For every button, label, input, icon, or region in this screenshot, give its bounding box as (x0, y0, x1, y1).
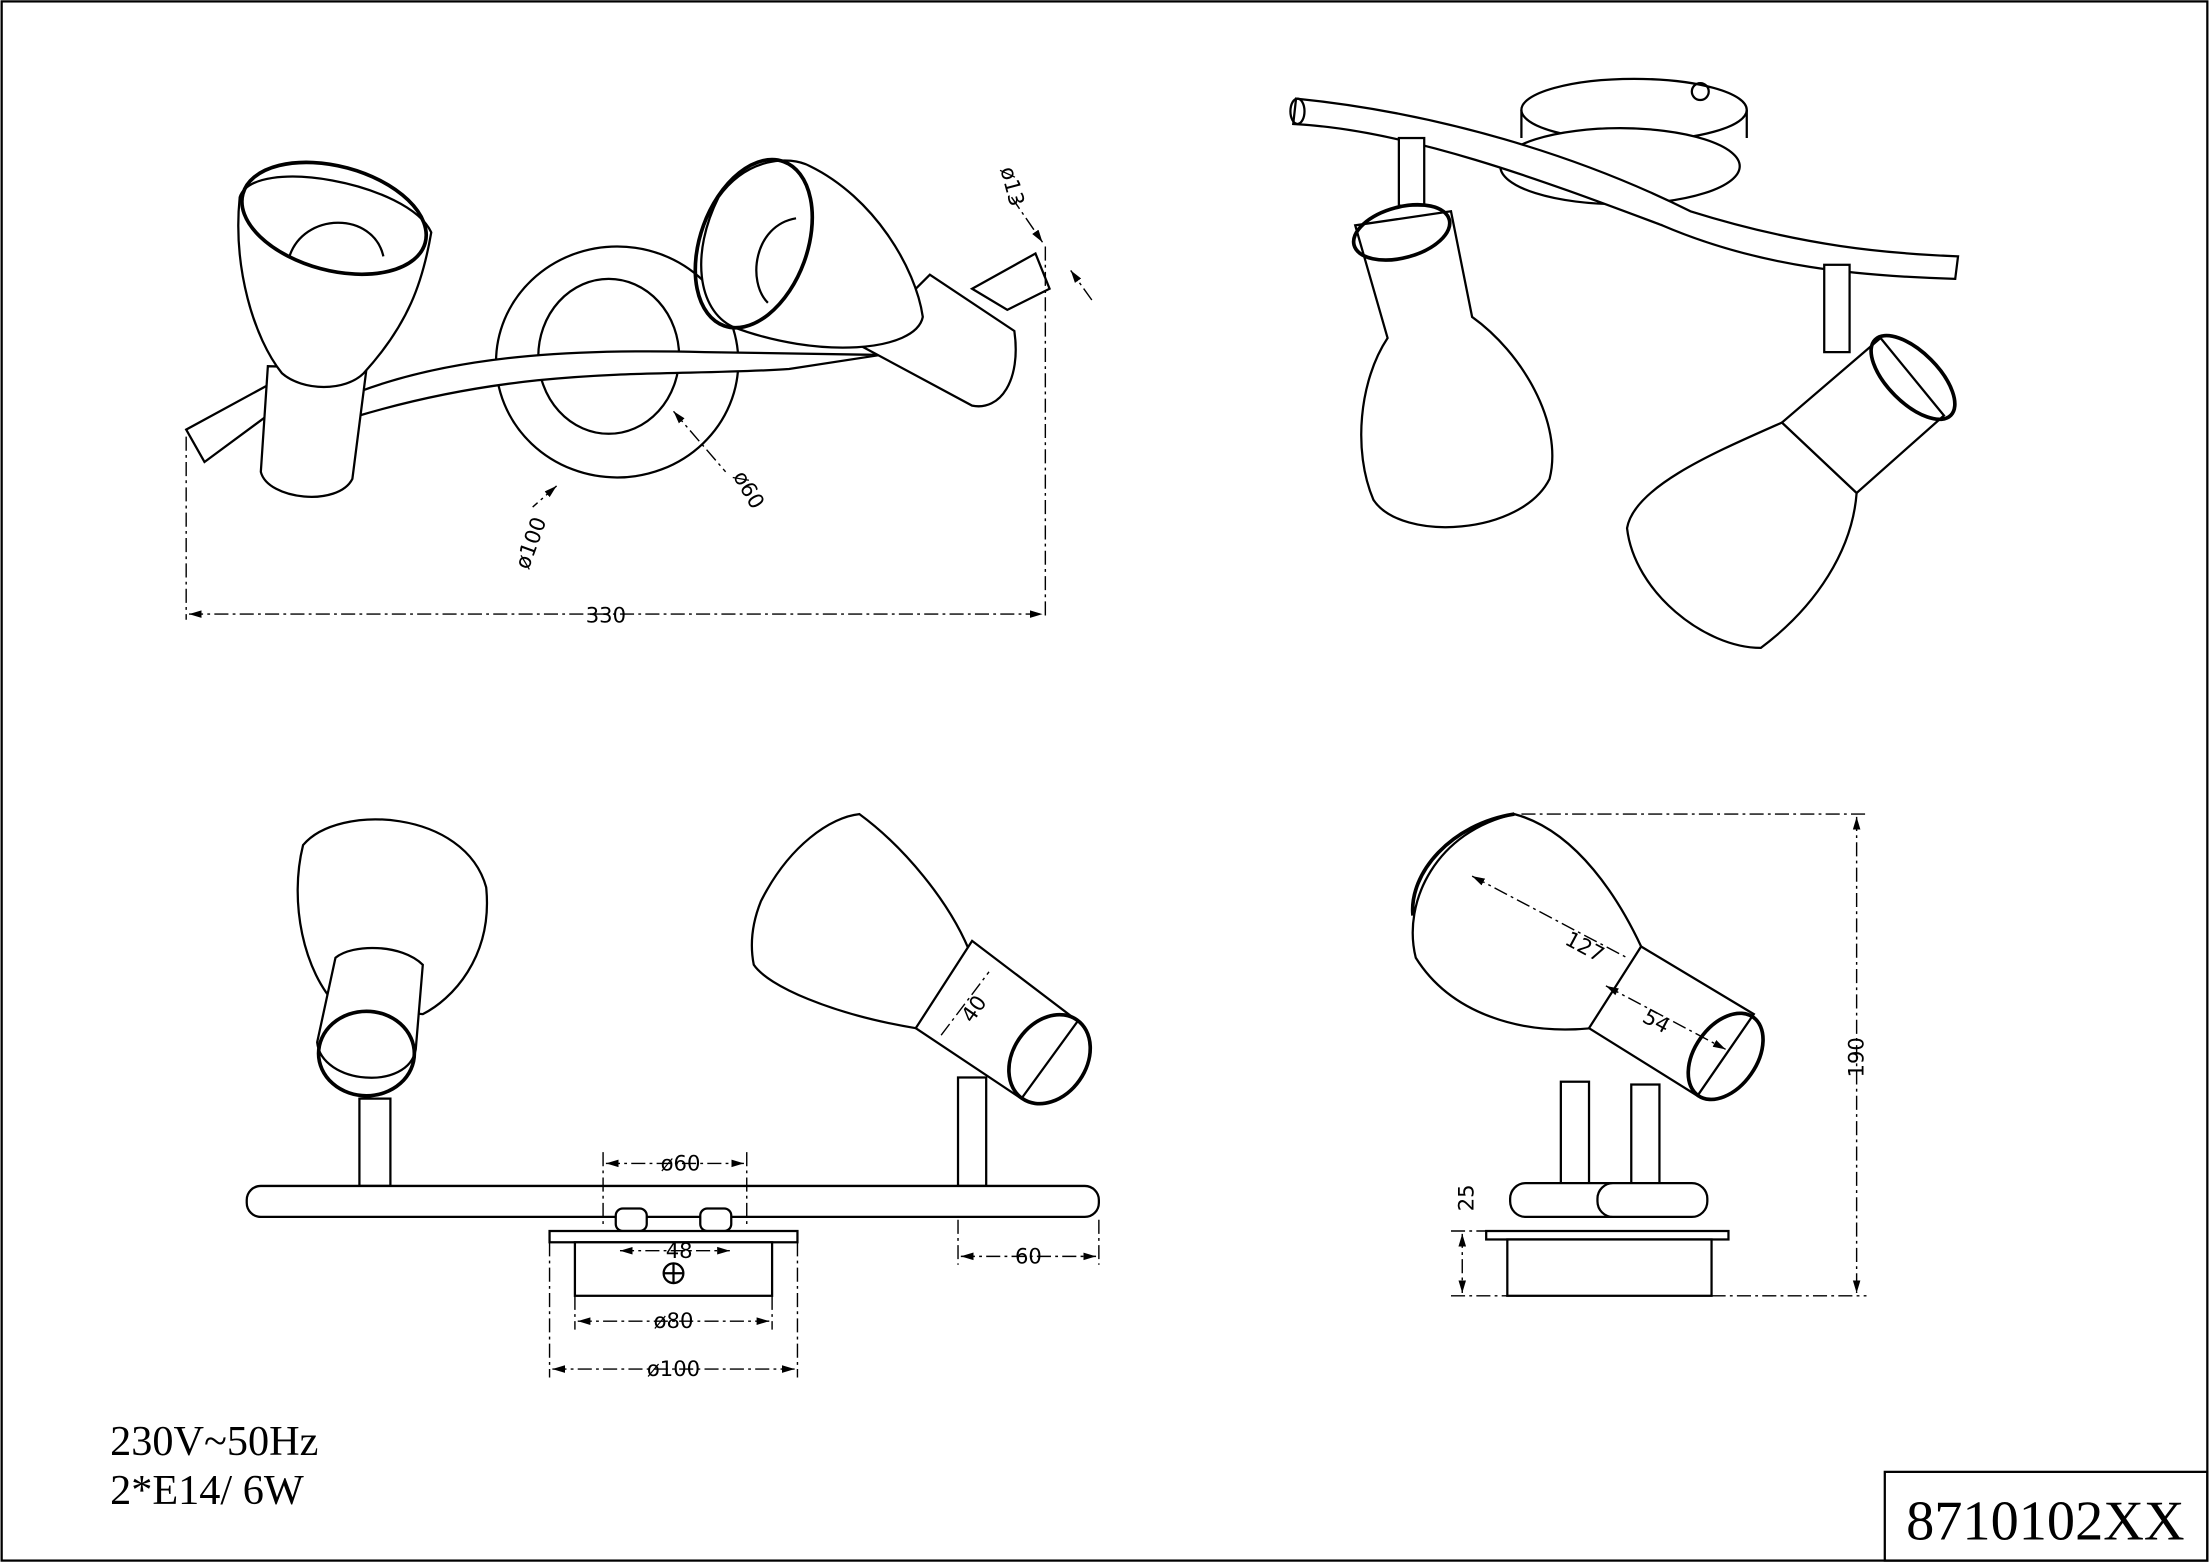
dim-base-inner: ø60 (728, 466, 770, 513)
dim-base-top: ø60 (661, 1150, 701, 1175)
arm-bar (245, 1184, 1100, 1219)
model-number-box (1883, 1470, 2209, 1562)
dim-screw-spacing: 48 (666, 1238, 693, 1263)
dim-arm-diameter: ø13 (995, 164, 1029, 209)
spec-bulbs: 2*E14/ 6W (110, 1467, 304, 1514)
dim-base-height: 25 (1454, 1184, 1479, 1211)
dim-total-height: 190 (1844, 1037, 1869, 1077)
dim-base-mid: ø80 (654, 1308, 694, 1333)
side-view: 127 54 190 25 (1410, 812, 1869, 1297)
model-number: 8710102XX (1906, 1490, 2185, 1552)
front-view: ø60 48 ø80 ø100 60 40 (245, 812, 1100, 1381)
dim-arm-overhang: 60 (1015, 1243, 1042, 1268)
perspective-view (1289, 77, 1960, 650)
top-view: 330 ø13 ø100 ø60 (184, 157, 1093, 628)
dim-base-outer: ø100 (647, 1356, 700, 1381)
dim-base-outer: ø100 (510, 514, 552, 573)
spec-voltage: 230V~50Hz (110, 1418, 318, 1465)
dim-width-330: 330 (586, 603, 626, 628)
